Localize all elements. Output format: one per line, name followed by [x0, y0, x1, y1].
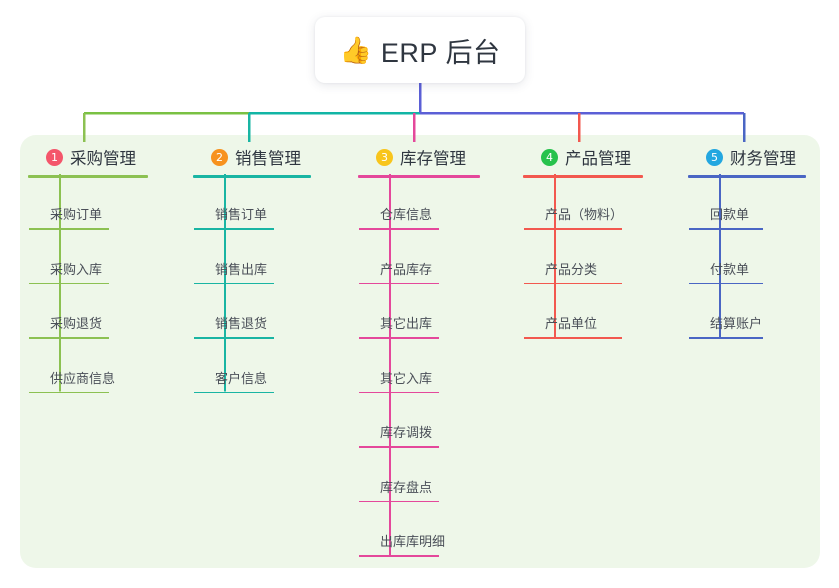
leaf-item-label: 库存调拨 — [380, 425, 433, 440]
leaf-item-underline — [29, 282, 109, 284]
leaf-item[interactable]: 采购入库 — [28, 261, 180, 284]
leaf-item-label: 库存盘点 — [380, 479, 433, 495]
leaf-item-underline — [689, 282, 763, 284]
branch-underline-4 — [523, 175, 643, 178]
leaf-item[interactable]: 回款单 — [688, 206, 828, 230]
branch-header-4[interactable]: 4 产品管理 — [523, 145, 675, 169]
leaf-item[interactable]: 其它出库 — [358, 315, 510, 339]
branch-header-1[interactable]: 1 采购管理 — [28, 145, 180, 169]
branch-underline-5 — [688, 175, 806, 178]
leaf-item[interactable]: 采购订单 — [28, 206, 180, 230]
leaf-item-label: 供应商信息 — [50, 370, 116, 386]
leaf-item-label: 产品分类 — [545, 261, 598, 277]
leaf-item-underline — [689, 228, 763, 230]
leaf-item-underline — [194, 391, 274, 393]
leaf-item-label: 销售订单 — [215, 207, 268, 222]
leaf-item-underline — [359, 555, 439, 557]
branch-column-2: 2 销售管理 — [193, 145, 345, 178]
leaf-item-label: 付款单 — [710, 261, 750, 277]
thumbs-up-icon: 👍 — [339, 35, 372, 65]
leaf-item-label: 产品单位 — [545, 316, 598, 331]
leaf-item-underline — [359, 500, 439, 502]
branch-underline-2 — [193, 175, 311, 178]
leaf-item[interactable]: 库存调拨 — [358, 424, 510, 448]
leaf-item[interactable]: 产品（物料） — [523, 206, 675, 230]
leaf-item-underline — [29, 337, 109, 339]
branch-column-3: 3 库存管理 — [358, 145, 510, 178]
leaf-item-underline — [194, 282, 274, 284]
branch-underline-3 — [358, 175, 480, 178]
leaf-item[interactable]: 结算账户 — [688, 315, 828, 339]
branch-column-4: 4 产品管理 — [523, 145, 675, 178]
branch-header-5[interactable]: 5 财务管理 — [688, 145, 828, 169]
branch-badge-2: 2 — [211, 148, 228, 166]
leaf-item[interactable]: 仓库信息 — [358, 206, 510, 230]
leaf-item[interactable]: 其它入库 — [358, 370, 510, 393]
branch-badge-4: 4 — [541, 148, 558, 166]
leaf-item-label: 其它入库 — [380, 370, 433, 386]
leaf-item[interactable]: 销售订单 — [193, 206, 345, 230]
leaf-item-label: 出库库明细 — [380, 534, 446, 549]
branch-underline-1 — [28, 175, 148, 178]
branch-header-2[interactable]: 2 销售管理 — [193, 145, 345, 169]
branch-header-3[interactable]: 3 库存管理 — [358, 145, 510, 169]
root-node-card[interactable]: 👍 ERP 后台 — [315, 17, 525, 83]
leaf-item-underline — [194, 228, 274, 230]
leaf-item[interactable]: 销售退货 — [193, 315, 345, 339]
leaf-item-underline — [359, 282, 439, 284]
branch-badge-5: 5 — [706, 148, 723, 166]
leaf-item-underline — [194, 337, 274, 339]
leaf-item[interactable]: 产品单位 — [523, 315, 675, 339]
branch-title-2: 销售管理 — [235, 150, 301, 168]
leaf-item-label: 回款单 — [710, 207, 750, 222]
leaf-item-underline — [524, 337, 622, 339]
leaf-item-label: 销售退货 — [215, 316, 268, 331]
leaf-item-label: 采购入库 — [50, 261, 103, 277]
leaf-item-label: 仓库信息 — [380, 207, 433, 222]
branch-title-1: 采购管理 — [70, 150, 136, 168]
leaf-item-underline — [29, 391, 109, 393]
branch-title-3: 库存管理 — [400, 150, 466, 168]
branch-badge-1: 1 — [46, 148, 63, 166]
leaf-item-label: 产品库存 — [380, 261, 433, 277]
branch-badge-3: 3 — [376, 148, 393, 166]
leaf-item[interactable]: 采购退货 — [28, 315, 180, 339]
leaf-item[interactable]: 出库库明细 — [358, 533, 510, 557]
branch-column-1: 1 采购管理 — [28, 145, 180, 178]
leaf-item-underline — [359, 391, 439, 393]
leaf-item-underline — [689, 337, 763, 339]
leaf-item-underline — [359, 446, 439, 448]
leaf-item[interactable]: 产品分类 — [523, 261, 675, 284]
leaf-item-label: 采购订单 — [50, 207, 103, 222]
leaf-item-label: 结算账户 — [710, 316, 763, 331]
leaf-item-underline — [359, 228, 439, 230]
branch-title-4: 产品管理 — [565, 150, 631, 168]
leaf-item-label: 采购退货 — [50, 316, 103, 331]
leaf-item-underline — [524, 228, 622, 230]
leaf-item-label: 其它出库 — [380, 316, 433, 331]
leaf-item-label: 产品（物料） — [545, 207, 624, 222]
leaf-item[interactable]: 客户信息 — [193, 370, 345, 393]
leaf-item-label: 客户信息 — [215, 370, 268, 386]
branch-title-5: 财务管理 — [730, 150, 796, 168]
diagram-background-panel — [20, 135, 820, 568]
branch-column-5: 5 财务管理 — [688, 145, 828, 178]
leaf-item-underline — [359, 337, 439, 339]
leaf-item[interactable]: 供应商信息 — [28, 370, 180, 393]
leaf-item[interactable]: 销售出库 — [193, 261, 345, 284]
leaf-item[interactable]: 产品库存 — [358, 261, 510, 284]
leaf-item[interactable]: 付款单 — [688, 261, 828, 284]
leaf-item[interactable]: 库存盘点 — [358, 479, 510, 502]
leaf-item-underline — [29, 228, 109, 230]
leaf-item-underline — [524, 282, 622, 284]
leaf-item-label: 销售出库 — [215, 261, 268, 277]
root-node-title: ERP 后台 — [380, 37, 501, 68]
